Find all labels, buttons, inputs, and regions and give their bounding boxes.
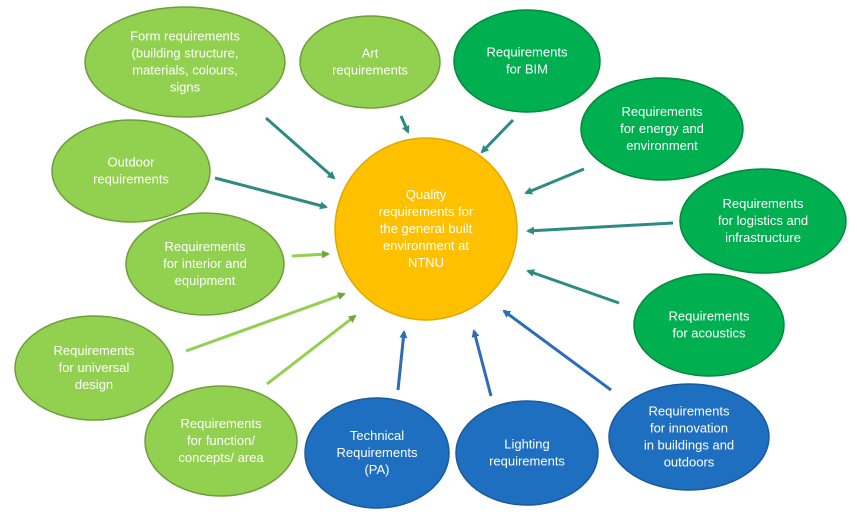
node-label-line: for innovation <box>650 421 728 436</box>
node-label-line: environment <box>626 138 698 153</box>
requirement-node-function: Requirements for function/concepts/ area <box>144 385 298 497</box>
center-label-line: NTNU <box>408 255 444 270</box>
node-label-line: Lighting <box>504 437 550 452</box>
requirement-node-energy: Requirements for energy and environment <box>580 77 744 181</box>
connector-arrow <box>291 250 330 259</box>
connector-arrow <box>265 116 336 180</box>
node-label-line: infrastructure <box>725 230 801 245</box>
node-label-line: in buildings and <box>644 438 734 453</box>
node-label-line: Requirements <box>54 343 135 358</box>
requirement-node-bim: Requirements for BIM <box>453 9 601 113</box>
connector-arrow <box>526 221 674 235</box>
node-label-line: materials, colours, <box>132 63 237 78</box>
node-ellipse <box>304 397 450 509</box>
node-label-line: equipment <box>175 273 236 288</box>
center-label-line: requirements for <box>379 204 474 219</box>
node-ellipse <box>679 168 847 274</box>
requirement-node-innovation: Requirements for innovation in buildings a… <box>608 383 770 491</box>
connector-arrow <box>214 176 328 210</box>
center-label-line: Quality <box>406 187 447 202</box>
connector-arrow <box>524 167 585 195</box>
node-ellipse <box>51 119 211 223</box>
node-ellipse <box>125 212 285 316</box>
node-label-line: outdoors <box>664 455 715 470</box>
node-label-line: for acoustics <box>673 326 746 341</box>
node-label-line: requirements <box>332 63 408 78</box>
node-label-line: design <box>75 377 113 392</box>
node-label-line: requirements <box>93 172 169 187</box>
node-label-line: Technical <box>350 428 404 443</box>
node-ellipse <box>299 15 441 109</box>
requirement-node-form: Form requirements (building structure, mat… <box>84 6 286 118</box>
node-label-line: Outdoor <box>108 155 156 170</box>
node-ellipse <box>453 9 601 113</box>
requirement-node-acoustics: Requirements for acoustics <box>633 273 785 377</box>
node-label-line: Requirements <box>487 45 568 60</box>
node-ellipse <box>144 385 298 497</box>
connector-arrow <box>526 269 620 305</box>
requirement-node-outdoor: Outdoor requirements <box>51 119 211 223</box>
node-ellipse <box>455 400 599 506</box>
connector-arrow <box>502 309 612 392</box>
node-label-line: for BIM <box>506 62 548 77</box>
node-ellipse <box>580 77 744 181</box>
requirement-node-lighting: Lighting requirements <box>455 400 599 506</box>
node-ellipse <box>14 315 174 421</box>
node-ellipse <box>633 273 785 377</box>
requirement-node-art: Art requirements <box>299 15 441 109</box>
connector-arrow <box>480 118 515 154</box>
node-ellipse <box>608 383 770 491</box>
node-label-line: Requirements <box>669 309 750 324</box>
requirement-node-universal: Requirements for universal design <box>14 315 174 421</box>
center-node: Quality requirements for the general built… <box>334 137 518 321</box>
node-label-line: requirements <box>489 454 565 469</box>
node-label-line: for interior and <box>163 256 247 271</box>
node-label-line: Requirements <box>337 445 418 460</box>
node-label-line: Requirements <box>181 416 262 431</box>
node-label-line: concepts/ area <box>178 450 264 465</box>
node-label-line: signs <box>170 80 201 95</box>
node-label-line: for energy and <box>620 121 704 136</box>
node-label-line: (building structure, <box>132 46 239 61</box>
nodes-layer: Form requirements (building structure, mat… <box>14 6 847 509</box>
requirement-node-logistics: Requirements for logistics and infrastruct… <box>679 168 847 274</box>
node-label-line: Requirements <box>649 404 730 419</box>
node-label-line: Requirements <box>723 196 804 211</box>
center-label-line: the general built <box>380 221 473 236</box>
connector-arrow <box>471 329 493 397</box>
connector-arrow <box>185 292 346 353</box>
node-label-line: (PA) <box>364 462 389 477</box>
node-label-line: Requirements <box>165 239 246 254</box>
arrows-layer <box>185 115 674 397</box>
center-circle <box>334 137 518 321</box>
connector-arrow <box>266 314 357 386</box>
node-ellipse <box>84 6 286 118</box>
connector-arrow <box>396 330 408 391</box>
center-label-line: environment at <box>383 238 469 253</box>
node-label-line: for function/ <box>187 433 255 448</box>
node-label-line: for logistics and <box>718 213 808 228</box>
node-label-line: Form requirements <box>130 29 240 44</box>
center-layer: Quality requirements for the general built… <box>334 137 518 321</box>
connector-arrow <box>399 115 410 134</box>
node-label-line: Art <box>362 46 379 61</box>
requirement-node-interior: Requirements for interior and equipment <box>125 212 285 316</box>
node-label-line: Requirements <box>622 104 703 119</box>
node-label-line: for universal <box>59 360 130 375</box>
